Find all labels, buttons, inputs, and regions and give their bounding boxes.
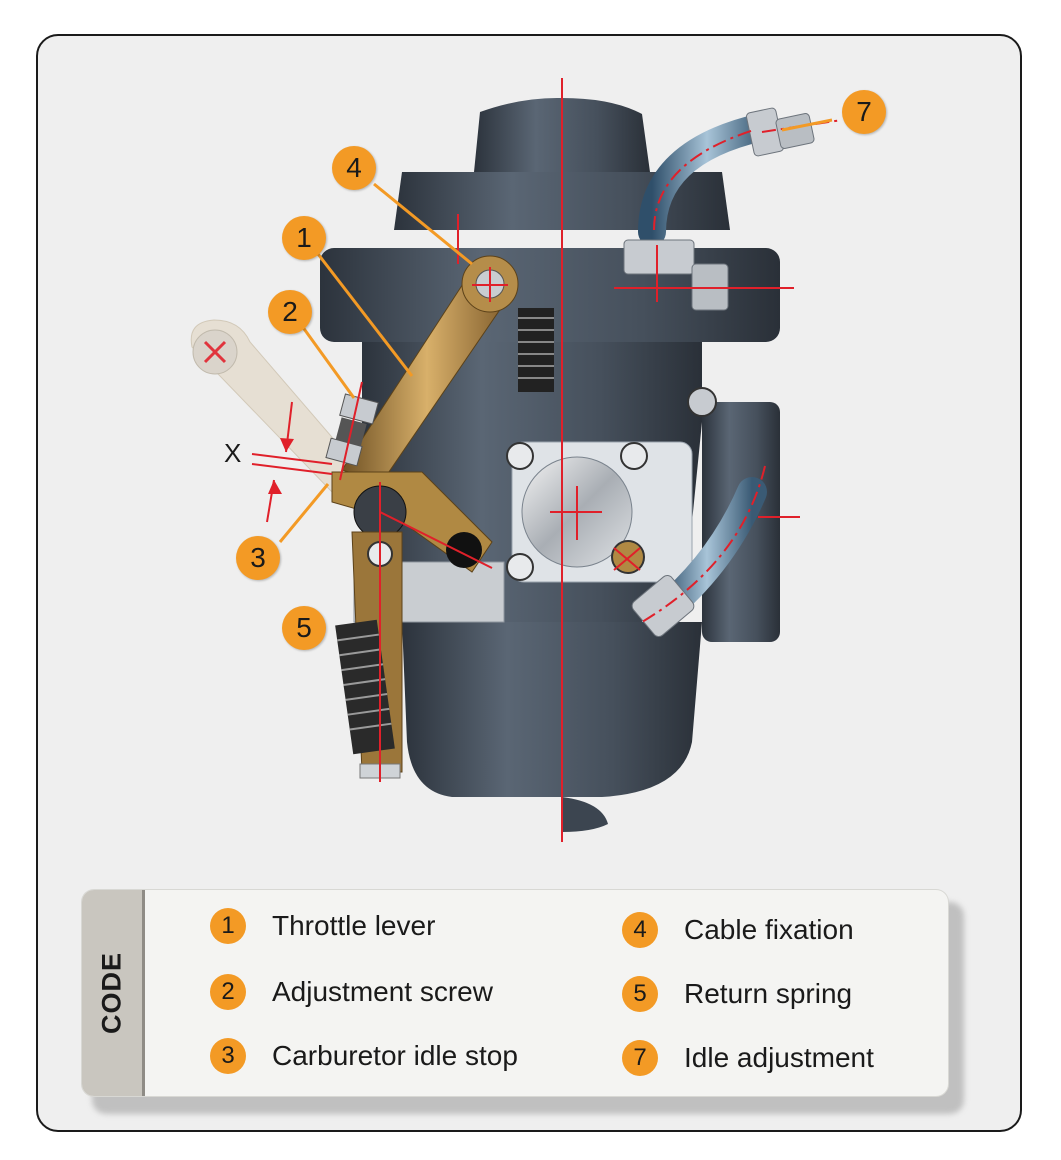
legend-item: 1 Throttle lever xyxy=(210,904,435,948)
legend-item: 4 Cable fixation xyxy=(622,908,854,952)
legend-label: Carburetor idle stop xyxy=(272,1040,518,1071)
legend-panel: CODE 1 Throttle lever 2 Adjustment screw… xyxy=(82,890,948,1096)
legend-number: 7 xyxy=(622,1040,658,1076)
gap-label: X xyxy=(224,438,242,468)
plate-screws xyxy=(367,387,717,581)
idle-cable-hose xyxy=(623,107,815,311)
leader-lines xyxy=(278,118,833,543)
legend-label: Throttle lever xyxy=(272,910,436,941)
callout-badge-2: 2 xyxy=(268,290,312,334)
legend-label: Idle adjustment xyxy=(684,1042,874,1073)
legend-label: Return spring xyxy=(684,978,853,1009)
callout-badge-3: 3 xyxy=(236,536,280,580)
callout-badge-7: 7 xyxy=(842,90,886,134)
callout-badge-5: 5 xyxy=(282,606,326,650)
legend-number: 1 xyxy=(210,908,246,944)
legend-number: 4 xyxy=(622,912,658,948)
callout-badge-4: 4 xyxy=(332,146,376,190)
gap-arrows xyxy=(268,438,294,494)
legend-code-tab: CODE xyxy=(82,890,145,1096)
carburetor-illustration xyxy=(190,78,843,842)
ghost-lever xyxy=(190,319,363,493)
legend-number: 5 xyxy=(622,976,658,1012)
legend-number: 3 xyxy=(210,1038,246,1074)
legend-item: 3 Carburetor idle stop xyxy=(210,1034,518,1078)
legend-item: 5 Return spring xyxy=(622,972,852,1016)
legend-item: 2 Adjustment screw xyxy=(210,970,493,1014)
legend-item: 7 Idle adjustment xyxy=(622,1036,874,1080)
legend-number: 2 xyxy=(210,974,246,1010)
legend-heading: CODE xyxy=(96,951,127,1035)
legend-label: Adjustment screw xyxy=(272,976,493,1007)
callout-badge-1: 1 xyxy=(282,216,326,260)
legend-label: Cable fixation xyxy=(684,914,854,945)
